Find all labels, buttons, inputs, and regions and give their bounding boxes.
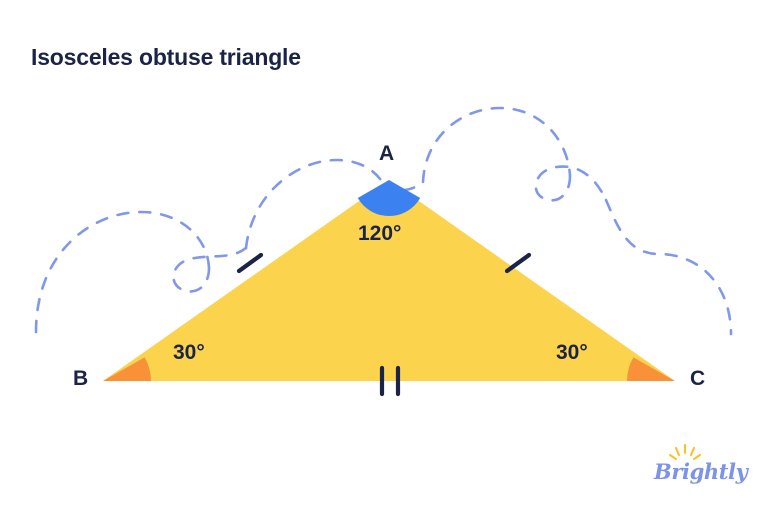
dashed-arc-3	[421, 106, 572, 184]
dashed-curl-3	[534, 165, 608, 202]
brand-wordmark: Brightly	[654, 459, 748, 484]
dashed-arc-2	[244, 158, 391, 250]
angle-marker-b	[103, 357, 151, 381]
dashed-arc-4	[604, 198, 733, 336]
vertex-label-c: C	[690, 367, 706, 390]
angle-marker-c	[627, 357, 675, 381]
sunburst-icon	[668, 443, 702, 461]
brand-logo: Brightly	[654, 443, 748, 484]
angle-label-b: 30°	[173, 341, 205, 364]
left-leg-tick	[236, 252, 264, 274]
dashed-arc-1	[34, 210, 211, 334]
angle-label-a: 120°	[358, 222, 402, 245]
page-title: Isosceles obtuse triangle	[31, 44, 301, 70]
triangle-shape	[103, 180, 675, 381]
vertex-label-b: B	[73, 367, 89, 390]
right-leg-tick	[504, 252, 532, 274]
dashed-curl-1	[172, 246, 248, 293]
vertex-label-a: A	[379, 142, 395, 165]
angle-label-c: 30°	[556, 341, 588, 364]
angle-marker-a	[357, 180, 421, 217]
